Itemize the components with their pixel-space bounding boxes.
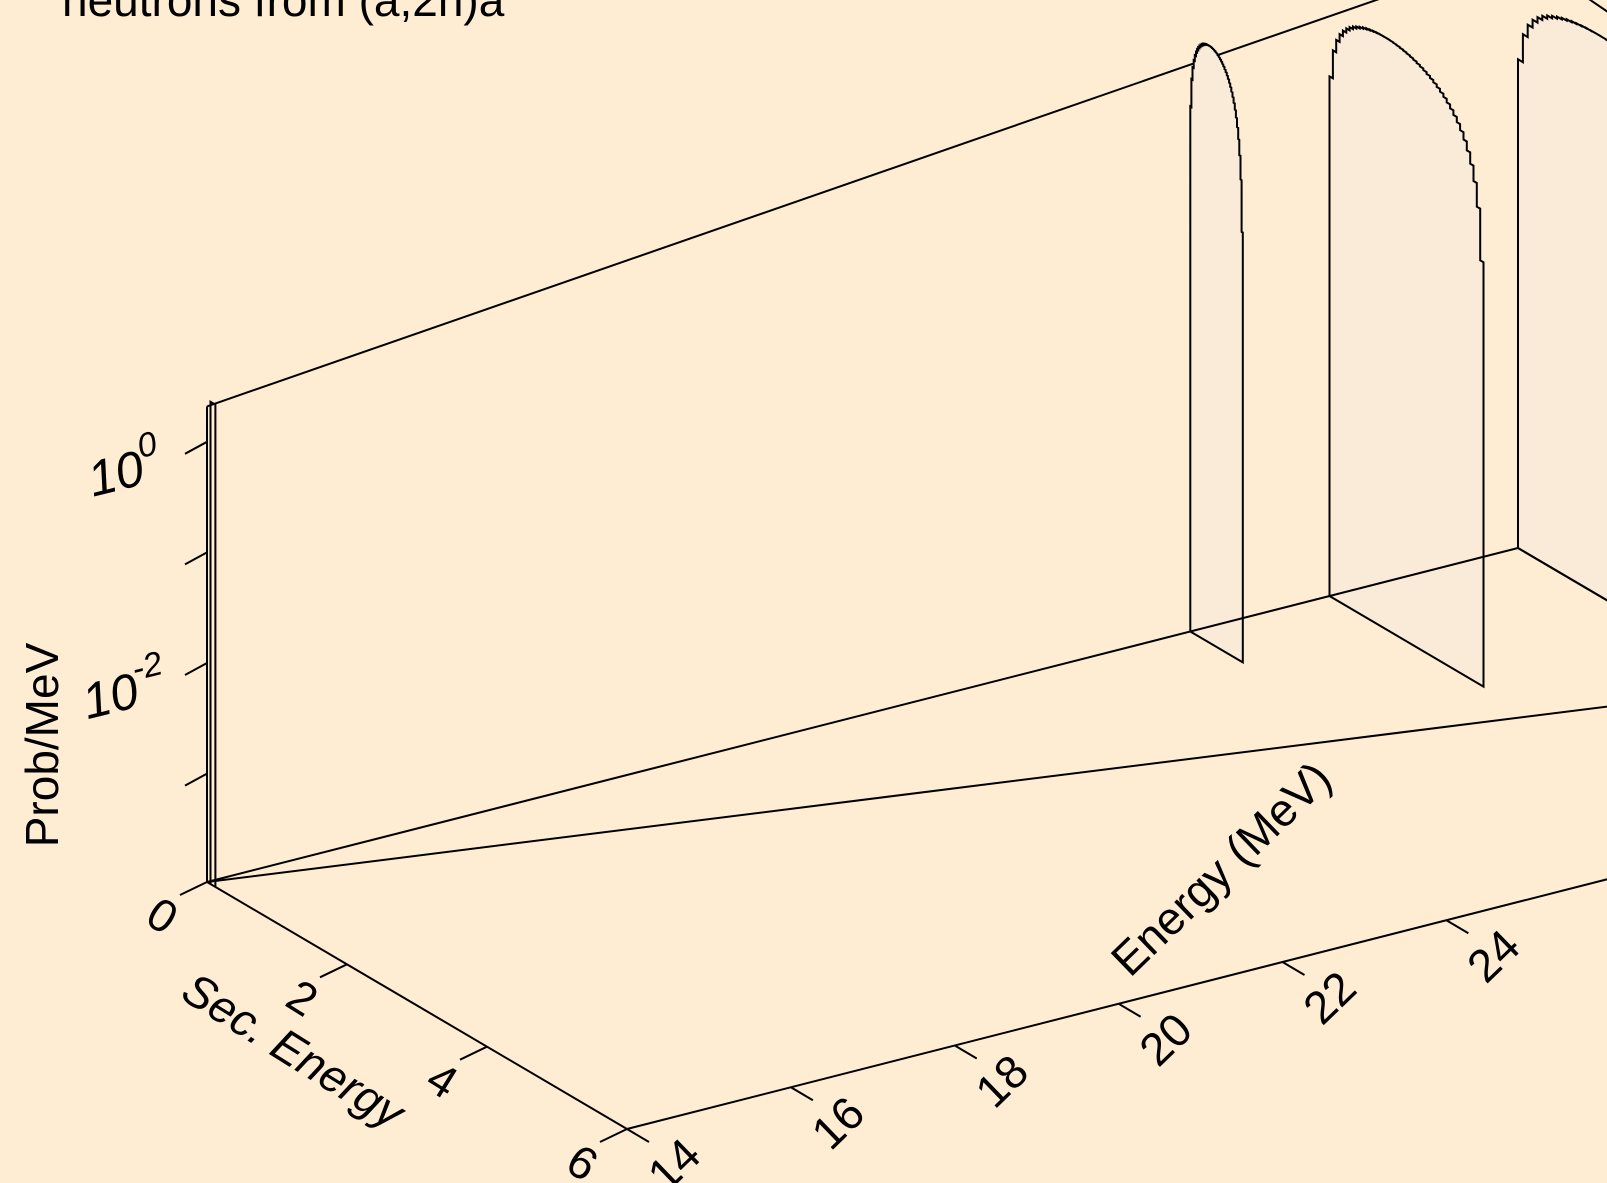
y-tick xyxy=(790,1086,814,1102)
y-tick-label: 14 xyxy=(637,1128,710,1183)
z-tick-label: 10-2 xyxy=(74,644,174,730)
z-axis-label: Prob/MeV xyxy=(16,642,68,847)
y-tick xyxy=(954,1044,978,1060)
x-tick xyxy=(459,1045,488,1061)
x-tick xyxy=(179,881,208,896)
z-tick xyxy=(184,662,208,676)
x-tick-label: 0 xyxy=(138,887,187,945)
z-tick xyxy=(184,772,208,787)
chart-title: neutrons from (a,2n)a xyxy=(62,0,505,26)
floor-right-line xyxy=(1517,547,1607,602)
spectrum-surface xyxy=(1189,42,1244,665)
x-axis-line xyxy=(206,881,628,1130)
y-tick-label: 24 xyxy=(1457,919,1530,992)
x-tick xyxy=(599,1128,628,1143)
spectrum-surface xyxy=(1517,13,1607,602)
y-axis-label: Energy (MeV) xyxy=(1101,751,1341,986)
y-tick-label: 16 xyxy=(801,1086,874,1159)
spectrum-surface xyxy=(1328,24,1485,689)
y-tick xyxy=(1118,1002,1142,1018)
axis-ticks xyxy=(179,440,1469,1143)
floor-back-line xyxy=(206,547,1519,883)
x-tick-label: 4 xyxy=(418,1051,467,1109)
spectrum-spike-line xyxy=(209,400,217,887)
z-tick xyxy=(184,551,208,566)
z-tick-label: 100 xyxy=(79,424,168,507)
z-tick xyxy=(184,440,208,455)
y-tick-label: 22 xyxy=(1293,961,1366,1034)
spectra xyxy=(209,13,1607,887)
back-walls xyxy=(206,0,1607,883)
y-tick xyxy=(626,1128,650,1143)
y-tick-label: 18 xyxy=(965,1045,1038,1118)
y-tick xyxy=(1281,961,1306,976)
x-tick-label: 6 xyxy=(558,1134,607,1183)
y-tick-label: 20 xyxy=(1129,1003,1202,1076)
floor-diagonal xyxy=(206,705,1607,883)
x-tick xyxy=(319,963,348,979)
left-wall-top-edge xyxy=(206,0,1380,408)
y-tick xyxy=(1445,919,1469,935)
